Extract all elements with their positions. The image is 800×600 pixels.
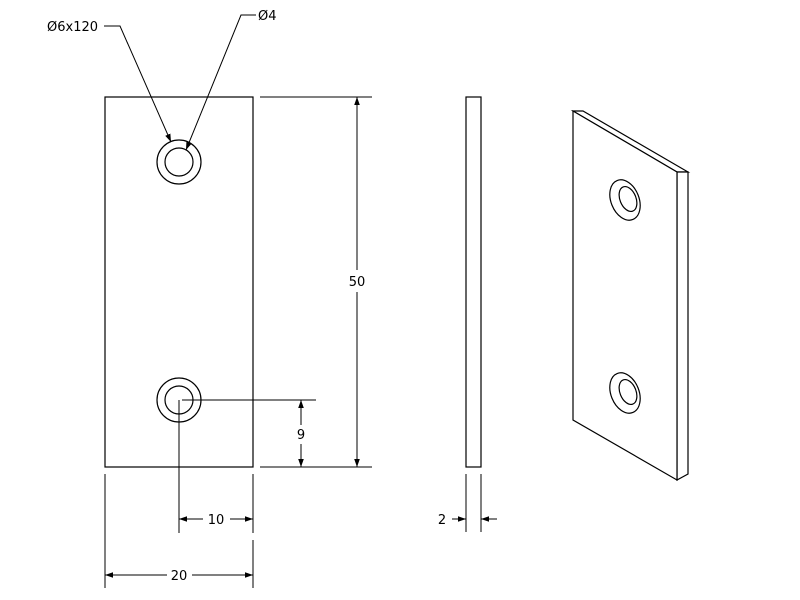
thickness-dim-label: 2 <box>438 513 446 528</box>
callout-countersink: Ø6x120 <box>47 20 172 143</box>
width-dim-label: 20 <box>171 569 188 584</box>
dimension-height: 50 <box>260 96 372 468</box>
top-hole <box>156 139 202 185</box>
callout-hole: Ø4 <box>185 9 277 151</box>
isometric-view <box>570 109 691 482</box>
dimension-width: 20 <box>104 474 254 588</box>
iso-bottom-through-hole <box>618 378 638 406</box>
hole-v-dim-label: 9 <box>297 428 305 443</box>
hole-leader <box>185 14 256 151</box>
dimension-hole-horizontal: 10 <box>178 400 254 533</box>
side-view-outline <box>465 96 482 468</box>
iso-top-hole <box>609 179 641 221</box>
iso-right-edge-face <box>676 171 689 482</box>
iso-front-face <box>572 109 678 482</box>
iso-bottom-hole <box>609 372 641 414</box>
height-dim-label: 50 <box>349 275 366 290</box>
hole-h-dim-label: 10 <box>208 513 225 528</box>
countersink-callout-label: Ø6x120 <box>47 20 98 35</box>
top-through-hole-circle <box>164 147 194 177</box>
dimension-hole-vertical: 9 <box>182 399 316 467</box>
hole-callout-label: Ø4 <box>258 9 277 24</box>
iso-top-through-hole <box>618 185 638 213</box>
countersink-leader <box>104 25 172 143</box>
side-view: 2 <box>438 96 497 532</box>
